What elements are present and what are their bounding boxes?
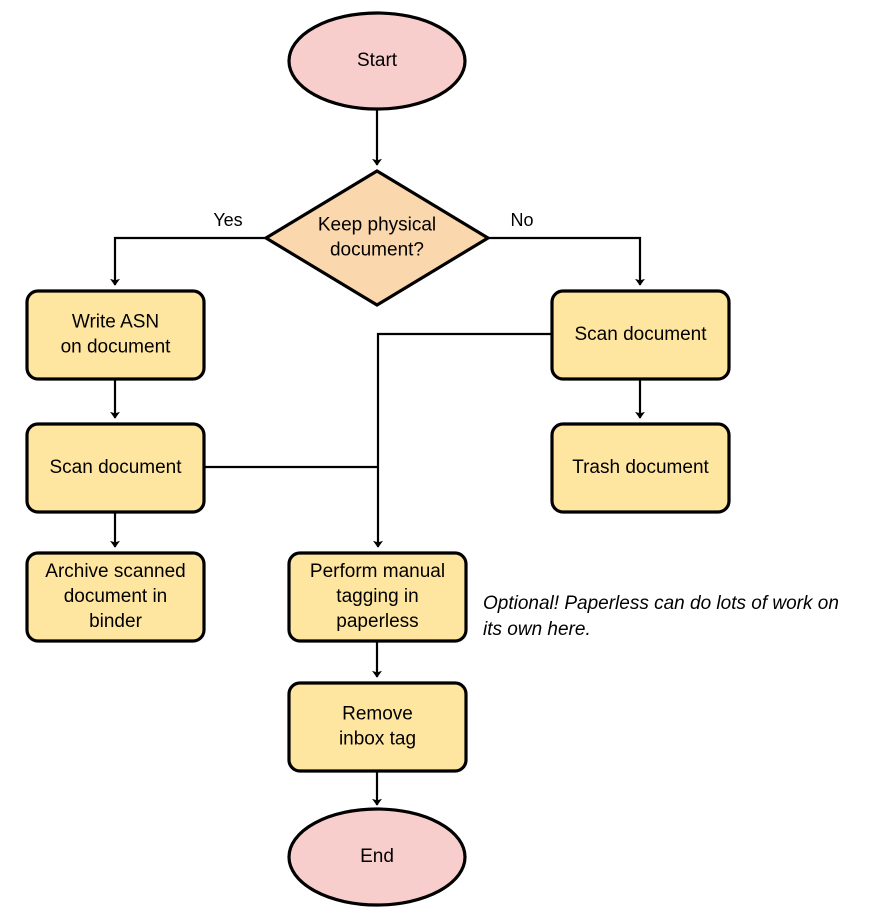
node-scan-document-right[interactable]: Scan document: [550, 289, 731, 381]
shape-ellipse: [287, 11, 467, 111]
node-label: End: [360, 846, 394, 867]
node-scan-document-left[interactable]: Scan document: [25, 422, 206, 514]
shape-diamond: [262, 169, 492, 307]
edge-label-decision-no-to-scan-document-right: No: [510, 210, 533, 230]
shape-rounded-rect: [25, 422, 206, 514]
annotations-layer: Optional! Paperless can do lots of work …: [483, 593, 839, 640]
shape-rounded-rect: [550, 422, 731, 514]
edge-labels-layer: Yes No: [213, 210, 533, 230]
shape-rounded-rect: [25, 551, 206, 643]
edge-label-decision-yes-to-write-asn: Yes: [213, 210, 242, 230]
shape-rounded-rect: [550, 289, 731, 381]
connector-decision-yes-to-write-asn: [110, 236, 266, 286]
node-start[interactable]: Start: [287, 11, 467, 111]
shape-rounded-rect: [287, 551, 468, 643]
connector-decision-no-to-scan-document-right: [488, 236, 645, 286]
connectors-layer: [110, 109, 645, 806]
node-label: Scan document: [49, 457, 182, 478]
node-label: Start: [357, 50, 398, 71]
node-end[interactable]: End: [287, 807, 467, 907]
shape-rounded-rect: [25, 289, 206, 381]
node-trash-document[interactable]: Trash document: [550, 422, 731, 514]
annotation-optional-note: Optional! Paperless can do lots of work …: [483, 593, 839, 640]
node-label: Scan document: [574, 324, 707, 345]
shape-rounded-rect: [287, 681, 468, 773]
connector-scan-document-right-to-manual-tagging: [373, 332, 552, 548]
shape-ellipse: [287, 807, 467, 907]
node-label: Trash document: [572, 457, 709, 478]
